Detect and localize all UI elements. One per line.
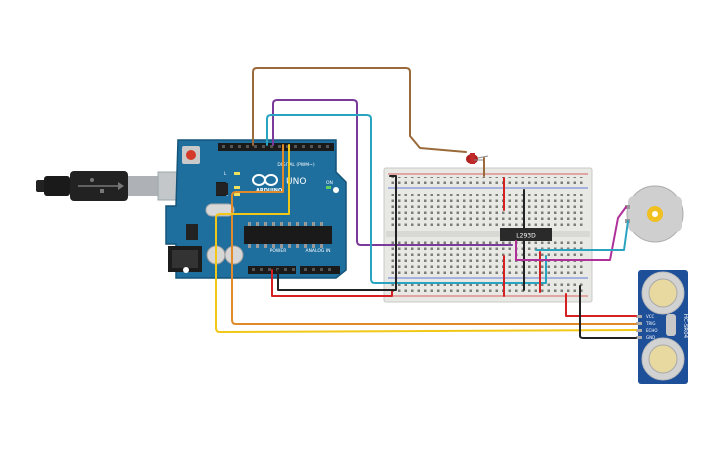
ic-label: L293D [516, 233, 536, 240]
pin-vcc: VCC [646, 314, 655, 319]
digital-header [218, 143, 334, 151]
usb-cable [36, 171, 199, 201]
wire-red-sensor[interactable] [565, 293, 637, 317]
digital-label: DIGITAL (PWM~) [277, 162, 315, 168]
ultrasonic-sensor[interactable]: HC-SR04 VCC TRIG ECHO GND [636, 270, 688, 384]
atmega-chip [244, 226, 332, 244]
led-icon[interactable] [466, 153, 489, 164]
sensor-model: HC-SR04 [682, 314, 688, 339]
wire-brown[interactable] [252, 67, 467, 153]
wire-orange[interactable] [231, 144, 637, 325]
wire-yellow[interactable] [215, 144, 637, 333]
arduino-infinity-logo [252, 174, 278, 186]
capacitor [224, 245, 244, 265]
pin-echo: ECHO [646, 328, 657, 333]
wire-black-sensor[interactable] [579, 285, 637, 339]
on-label: ON [326, 180, 333, 186]
wire-cyan[interactable] [266, 114, 547, 284]
power-label: POWER [270, 248, 287, 254]
board-model: UNO [286, 177, 306, 187]
voltage-regulator [186, 224, 198, 240]
pin-trig: TRIG [645, 321, 656, 326]
analog-label: ANALOG IN [305, 248, 330, 254]
pin-gnd: GND [646, 335, 655, 340]
breadboard[interactable] [383, 167, 593, 303]
wire-red-5v[interactable] [271, 269, 393, 297]
wire-cyan-motor[interactable] [535, 220, 629, 251]
led-label-l: L [224, 171, 227, 177]
dc-motor-icon[interactable] [625, 185, 684, 243]
wire-purple[interactable] [272, 99, 513, 246]
wires [215, 67, 637, 339]
wire-magenta-motor[interactable] [515, 206, 627, 261]
wire-black-gnd[interactable] [277, 175, 397, 291]
l293d-driver-ic[interactable]: L293D [500, 228, 552, 241]
arduino-uno-board[interactable]: DIGITAL (PWM~) L TX RX UNO ARDUINO ON [165, 139, 347, 279]
